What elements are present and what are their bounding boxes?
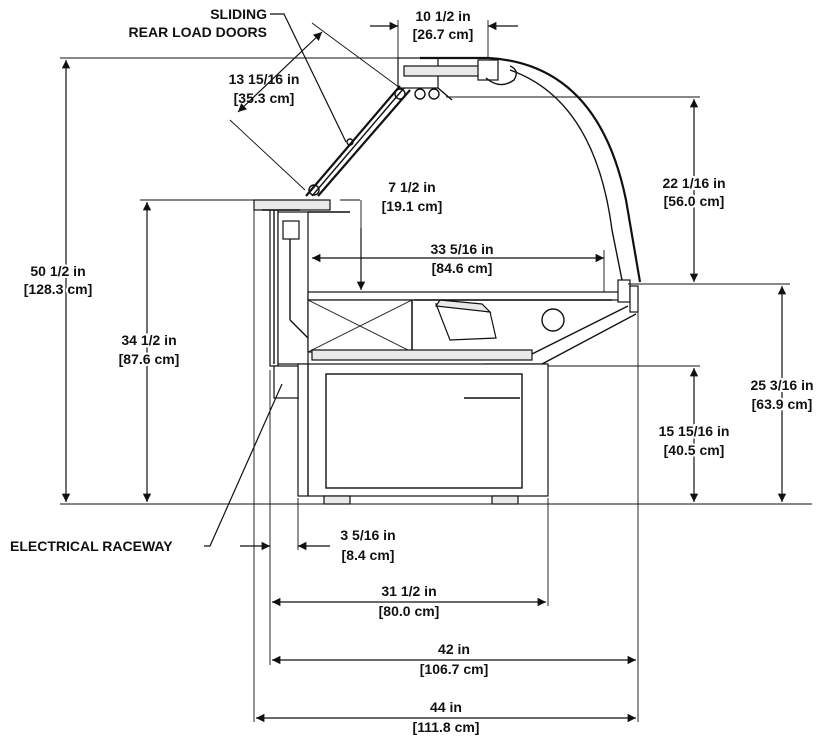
glass-height-imperial: 22 1/16 in xyxy=(662,175,725,191)
work-height-imperial: 34 1/2 in xyxy=(121,332,176,348)
door-length-metric: [35.3 cm] xyxy=(234,90,295,106)
extension-lines xyxy=(60,20,790,722)
dimension-lines xyxy=(61,21,787,723)
deck-height-imperial: 25 3/16 in xyxy=(750,377,813,393)
interior-depth-imperial: 33 5/16 in xyxy=(430,241,493,257)
case-depth-metric: [106.7 cm] xyxy=(420,661,488,677)
work-height-metric: [87.6 cm] xyxy=(119,351,180,367)
callout-leaders xyxy=(204,13,347,547)
doors-callout-line1: SLIDING xyxy=(210,6,267,22)
base-depth-metric: [80.0 cm] xyxy=(379,603,440,619)
raceway-offset-imperial: 3 5/16 in xyxy=(340,527,395,543)
top-depth-imperial: 10 1/2 in xyxy=(415,8,470,24)
overall-height-metric: [128.3 cm] xyxy=(24,281,92,297)
case-depth-imperial: 42 in xyxy=(438,641,470,657)
overall-height-imperial: 50 1/2 in xyxy=(30,263,85,279)
door-length-imperial: 13 15/16 in xyxy=(229,71,300,87)
case-body xyxy=(60,56,812,505)
deck-height-metric: [63.9 cm] xyxy=(752,396,813,412)
interior-depth-metric: [84.6 cm] xyxy=(432,260,493,276)
labels: SLIDING REAR LOAD DOORS 10 1/2 in [26.7 … xyxy=(10,6,816,735)
overall-depth-metric: [111.8 cm] xyxy=(413,719,480,735)
shelf-height-imperial: 7 1/2 in xyxy=(388,179,435,195)
raceway-callout: ELECTRICAL RACEWAY xyxy=(10,538,173,554)
base-depth-imperial: 31 1/2 in xyxy=(381,583,436,599)
raceway-offset-metric: [8.4 cm] xyxy=(342,547,395,563)
base-height-metric: [40.5 cm] xyxy=(664,442,725,458)
shelf-height-metric: [19.1 cm] xyxy=(382,198,443,214)
doors-callout-line2: REAR LOAD DOORS xyxy=(129,24,267,40)
overall-depth-imperial: 44 in xyxy=(430,699,462,715)
top-depth-metric: [26.7 cm] xyxy=(413,26,474,42)
base-height-imperial: 15 15/16 in xyxy=(659,423,730,439)
glass-height-metric: [56.0 cm] xyxy=(664,193,725,209)
